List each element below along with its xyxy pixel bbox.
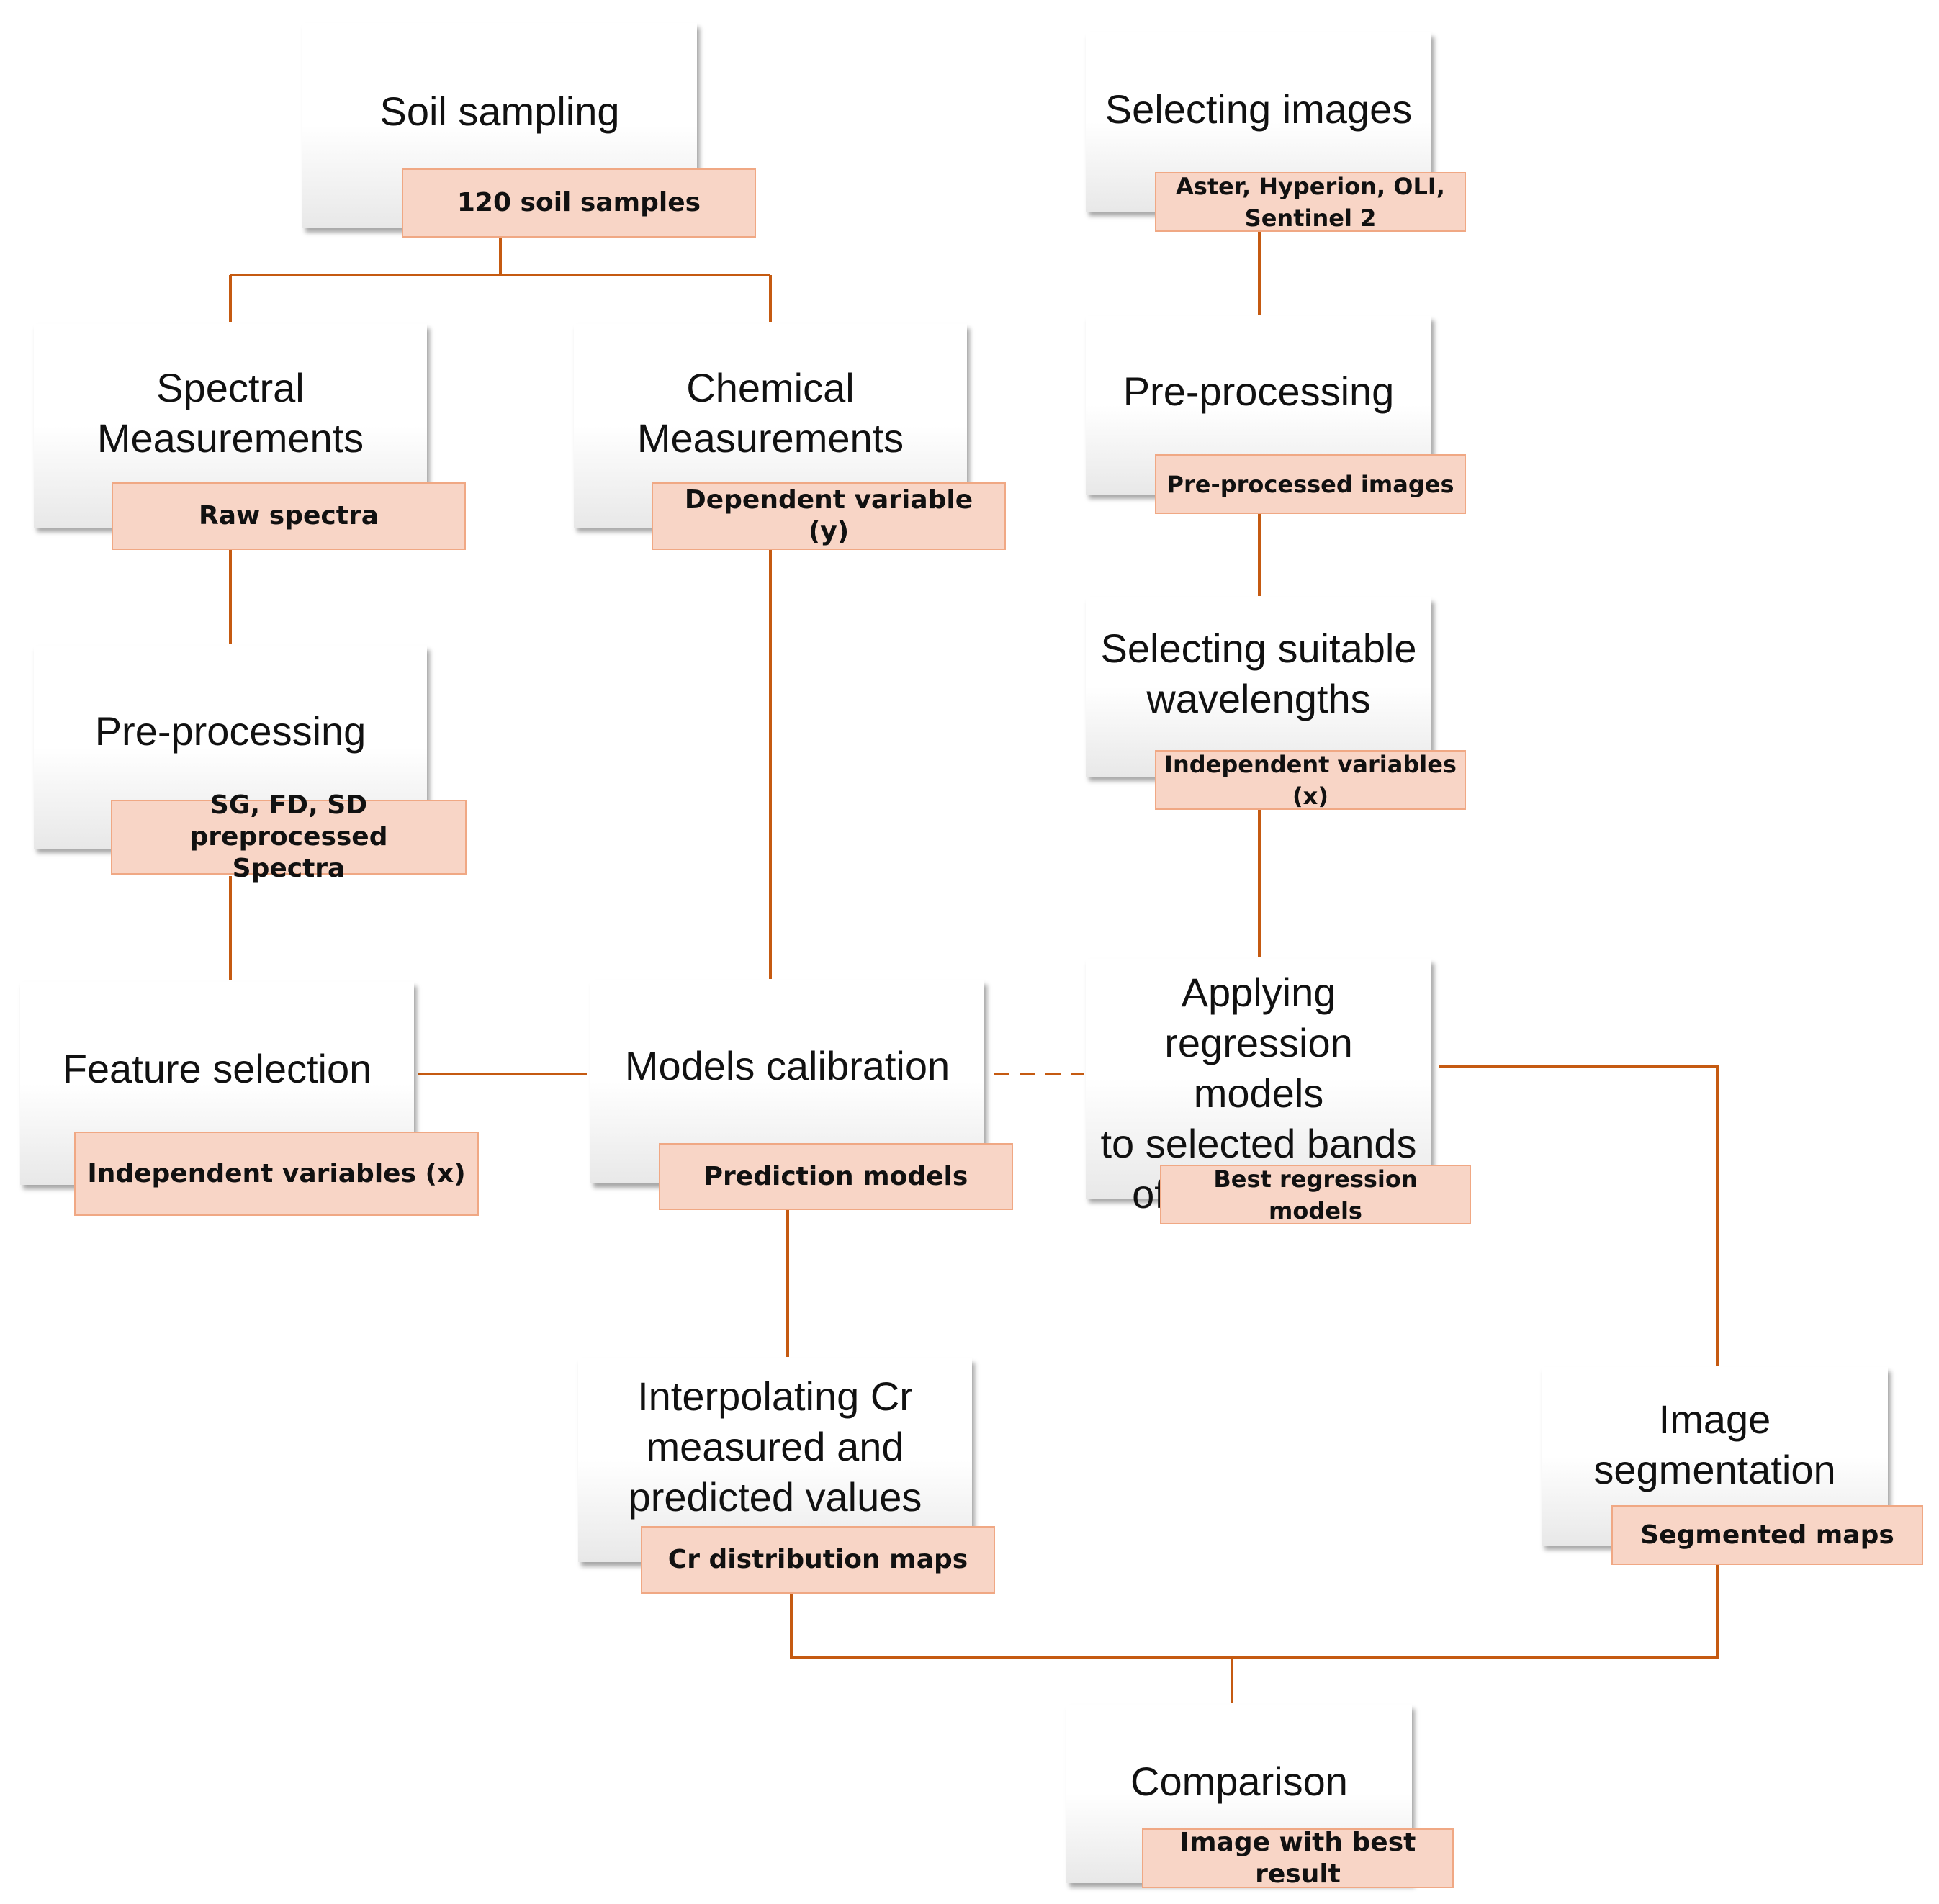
node-pre-processing-spectra: Pre-processing SG, FD, SD preprocessed S… — [34, 646, 467, 883]
node-title: Selecting images — [1105, 86, 1413, 132]
node-output-tag: Raw spectra — [112, 482, 466, 550]
node-output-tag: Dependent variable (y) — [652, 482, 1006, 550]
node-title: Interpolating Cr measured and predicted … — [628, 1373, 922, 1520]
node-title: Image segmentation — [1593, 1397, 1836, 1492]
node-output-tag: Image with best result — [1142, 1828, 1454, 1889]
node-title: Pre-processing — [94, 708, 366, 754]
connector-soil-sampling-to-measurements — [229, 238, 772, 322]
node-output-tag: Pre-processed images — [1155, 454, 1466, 514]
node-pre-processing-images: Pre-processing Pre-processed images — [1086, 316, 1466, 514]
node-box: Selecting suitable wavelengths — [1086, 597, 1431, 777]
node-feature-selection: Feature selection Independent variables … — [20, 982, 479, 1216]
node-applying-regression: Applying regression models to selected b… — [1086, 959, 1471, 1224]
node-spectral-measurements: Spectral Measurements Raw spectra — [34, 324, 466, 550]
node-title: Selecting suitable wavelengths — [1100, 626, 1417, 721]
node-chemical-measurements: Chemical Measurements Dependent variable… — [574, 324, 1006, 550]
node-title: Models calibration — [624, 1043, 950, 1088]
connector-applying-regression-to-segmentation — [1439, 1065, 1719, 1366]
node-interpolating-cr: Interpolating Cr measured and predicted … — [578, 1358, 995, 1594]
node-title: Pre-processing — [1123, 369, 1395, 414]
node-output-tag: Best regression models — [1160, 1165, 1471, 1224]
node-title: Soil sampling — [379, 89, 620, 134]
node-output-tag: Aster, Hyperion, OLI, Sentinel 2 — [1155, 172, 1466, 232]
node-output-tag: Independent variables (x) — [74, 1132, 479, 1216]
node-models-calibration: Models calibration Prediction models — [590, 980, 1013, 1210]
node-output-tag: Independent variables (x) — [1155, 750, 1466, 810]
node-title: Feature selection — [62, 1046, 372, 1091]
node-output-tag: 120 soil samples — [402, 168, 756, 238]
node-selecting-wavelengths: Selecting suitable wavelengths Independe… — [1086, 597, 1466, 810]
node-output-tag: SG, FD, SD preprocessed Spectra — [111, 790, 467, 883]
node-soil-sampling: Soil sampling 120 soil samples — [302, 23, 756, 238]
node-selecting-images: Selecting images Aster, Hyperion, OLI, S… — [1086, 32, 1466, 232]
node-title: Chemical Measurements — [636, 365, 904, 461]
node-output-tag: Prediction models — [659, 1143, 1013, 1210]
node-output-tag: Cr distribution maps — [641, 1526, 995, 1594]
node-title: Spectral Measurements — [96, 365, 364, 461]
node-title: Comparison — [1130, 1759, 1348, 1804]
node-output-tag: Segmented maps — [1611, 1505, 1923, 1565]
connector-to-comparison — [790, 1564, 1719, 1703]
node-image-segmentation: Image segmentation Segmented maps — [1542, 1367, 1923, 1565]
node-comparison: Comparison Image with best result — [1066, 1705, 1454, 1889]
